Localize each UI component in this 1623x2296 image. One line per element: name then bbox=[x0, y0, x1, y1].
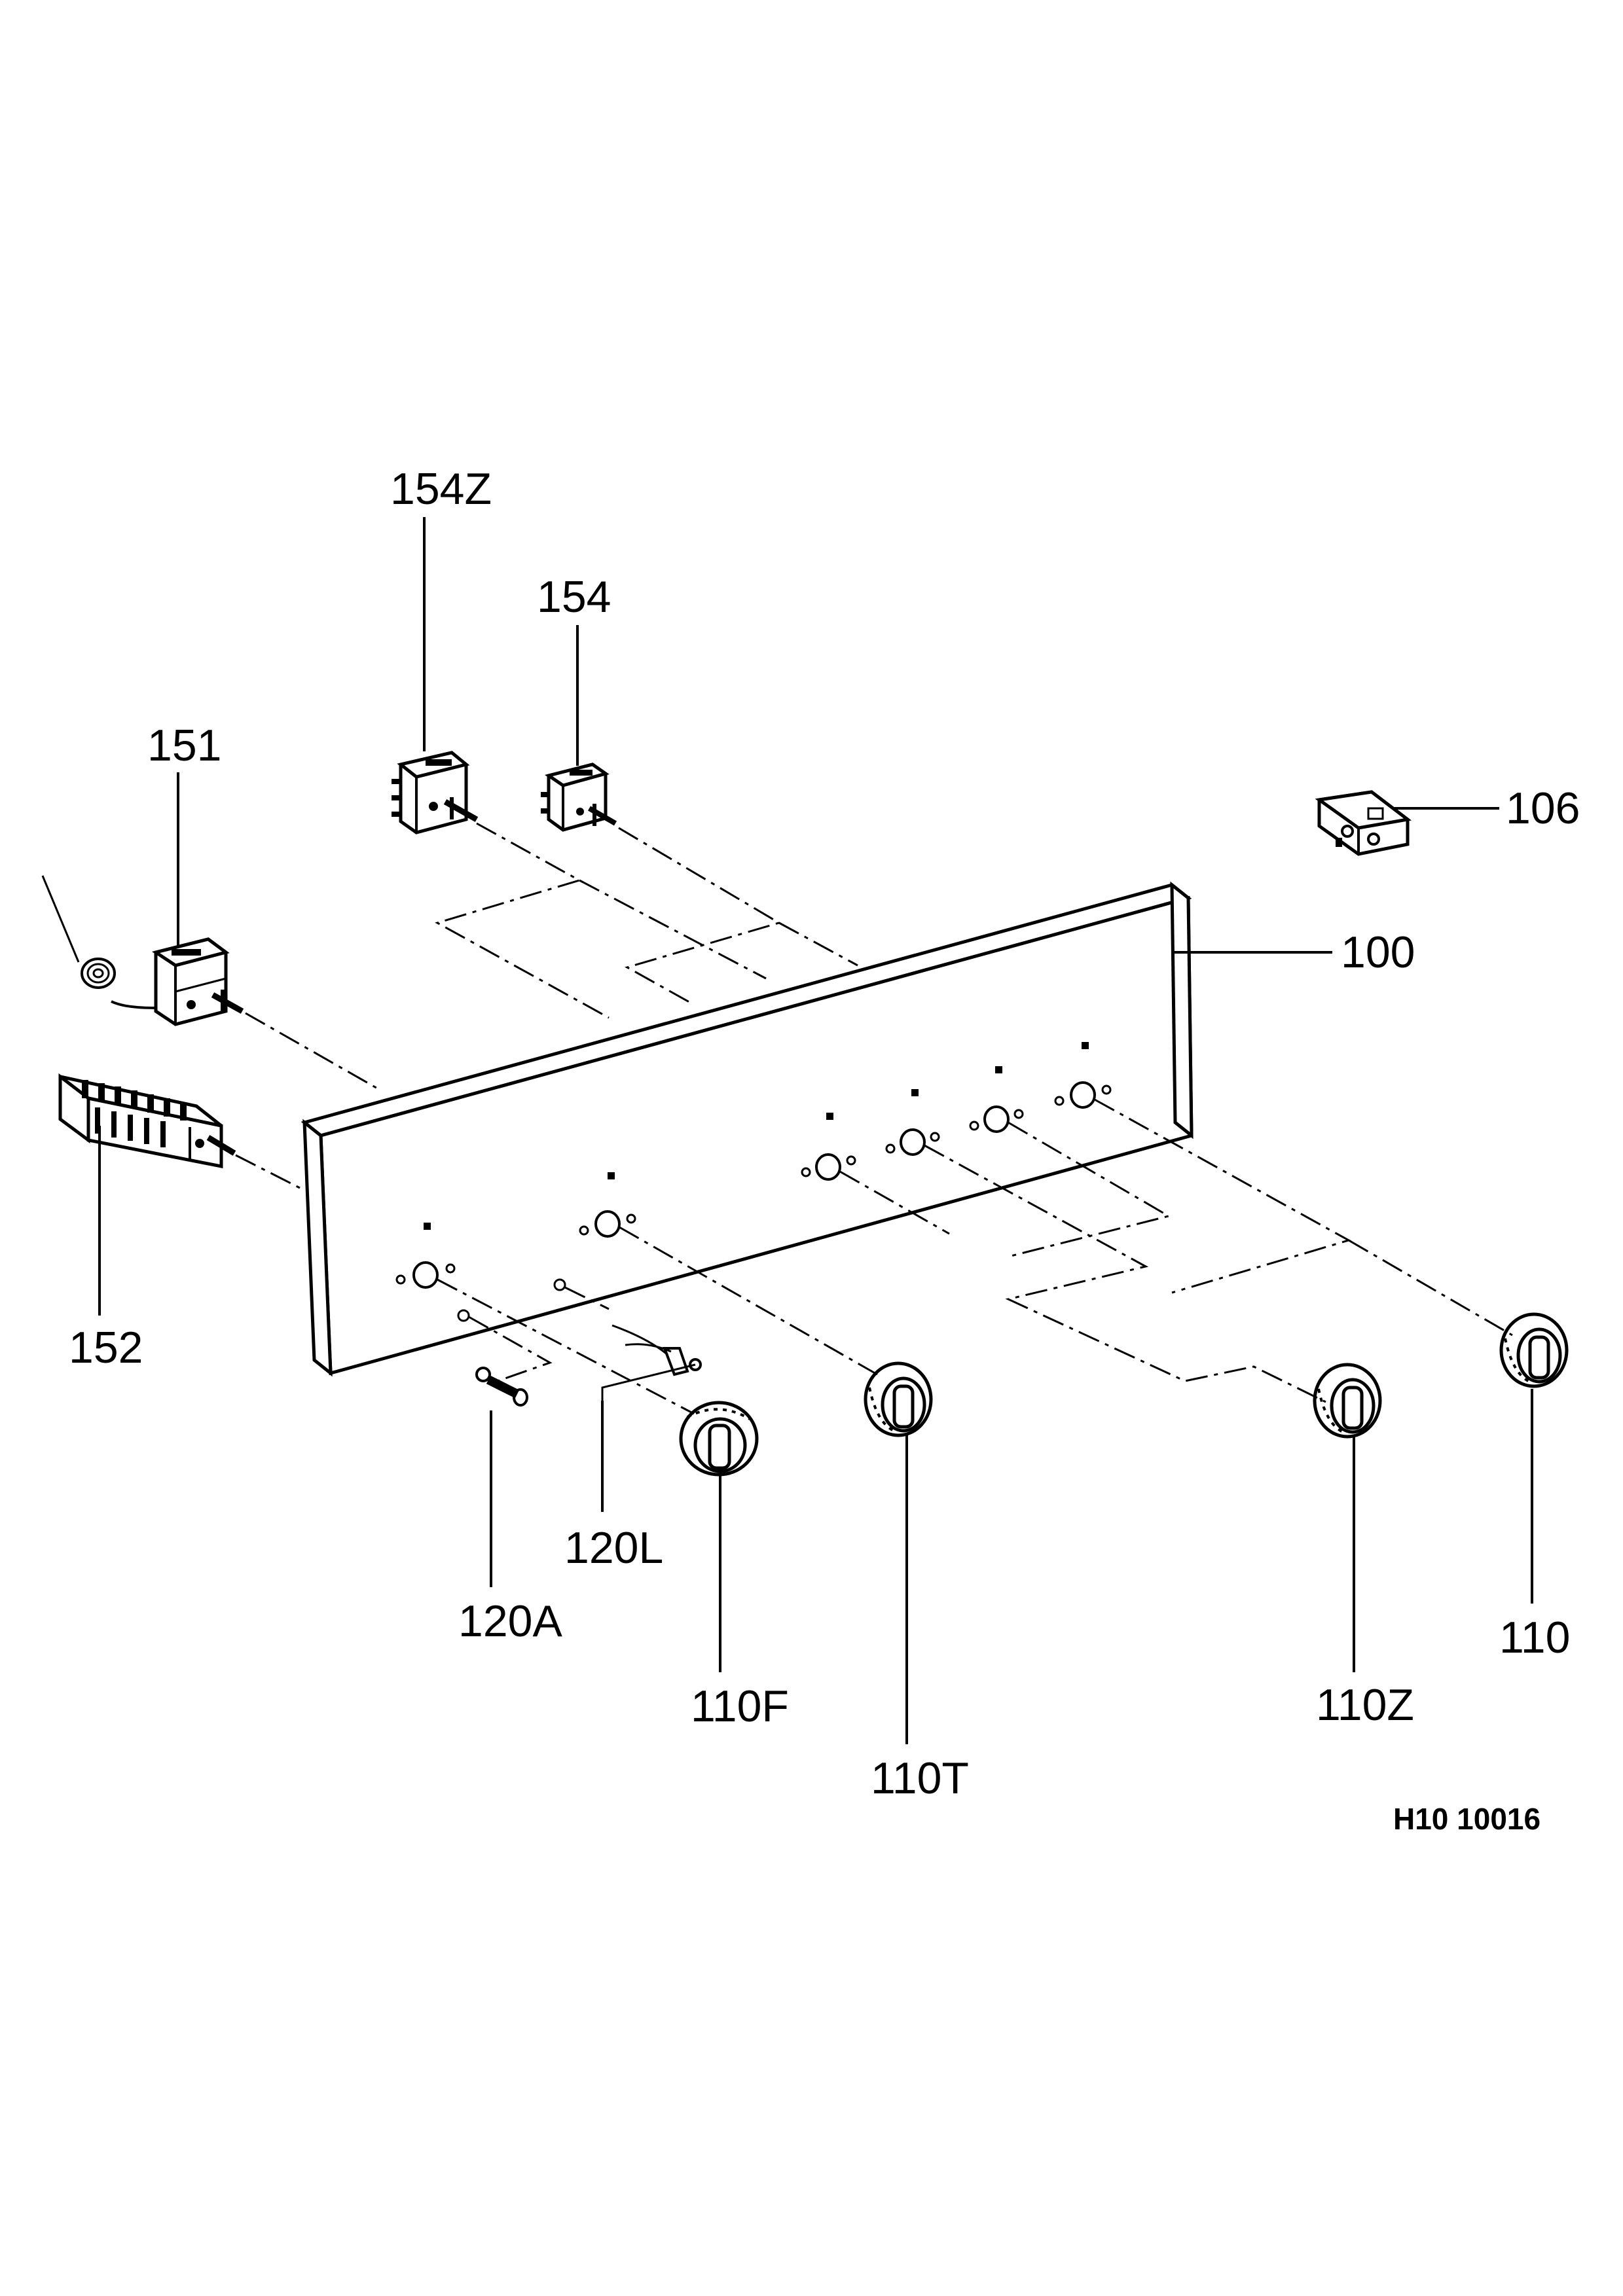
label-154z: 154Z bbox=[390, 464, 492, 514]
knob-hole-3 bbox=[801, 1153, 856, 1181]
component-106 bbox=[1315, 790, 1412, 856]
knob-hole-2 bbox=[579, 1210, 636, 1238]
label-106: 106 bbox=[1506, 783, 1580, 833]
label-110: 110 bbox=[1499, 1613, 1570, 1662]
label-100: 100 bbox=[1341, 927, 1415, 977]
selector-switch-152 bbox=[58, 1073, 236, 1169]
knob-110z bbox=[1313, 1363, 1382, 1439]
assembly-lines bbox=[235, 822, 1513, 1415]
document-code: H10 10016 bbox=[1393, 1802, 1541, 1836]
switch-154z bbox=[392, 751, 479, 834]
label-151: 151 bbox=[147, 721, 221, 770]
label-152: 152 bbox=[69, 1323, 143, 1372]
label-110t: 110T bbox=[871, 1753, 969, 1803]
knob-hole-5 bbox=[969, 1105, 1024, 1133]
knob-110f bbox=[679, 1401, 759, 1477]
control-panel bbox=[301, 881, 1194, 1377]
label-120a: 120A bbox=[458, 1596, 562, 1646]
button-120a bbox=[475, 1367, 528, 1407]
knob-hole-1 bbox=[395, 1261, 456, 1289]
knob-hole-6 bbox=[1054, 1081, 1112, 1109]
lamp-120l bbox=[611, 1324, 702, 1376]
label-110f: 110F bbox=[691, 1681, 789, 1731]
knob-hole-4 bbox=[885, 1128, 940, 1156]
switch-154 bbox=[541, 762, 617, 832]
thermostat-151 bbox=[41, 875, 244, 1026]
leader-lines bbox=[98, 517, 1533, 1744]
label-154: 154 bbox=[537, 572, 611, 622]
label-110z: 110Z bbox=[1316, 1680, 1414, 1730]
label-120l: 120L bbox=[564, 1523, 663, 1573]
knob-110 bbox=[1499, 1312, 1569, 1388]
knob-110t bbox=[864, 1361, 933, 1437]
